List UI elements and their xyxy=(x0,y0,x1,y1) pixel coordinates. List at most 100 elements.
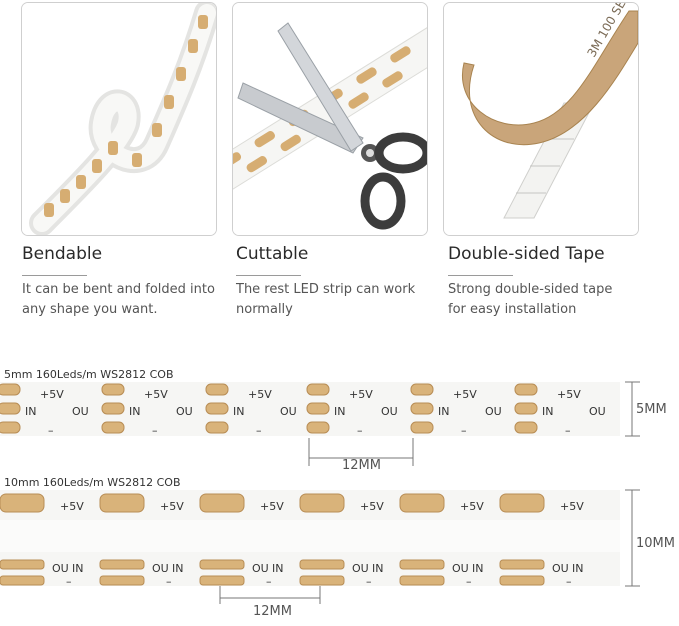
strip2-pad-label: – xyxy=(166,575,172,588)
strip2-pad-label: OU xyxy=(452,562,469,575)
strip2-pad-label: OU xyxy=(152,562,169,575)
strip2-pad-label: IN xyxy=(272,562,283,575)
strip1-pad xyxy=(101,421,125,434)
strip2-pad xyxy=(199,575,245,586)
strip2-pad xyxy=(399,575,445,586)
strip1-pad-label: – xyxy=(48,424,54,437)
strip2-pad-label: – xyxy=(366,575,372,588)
desc-line: It can be bent and folded into xyxy=(22,282,215,297)
strip2-pad-label: IN xyxy=(72,562,83,575)
strip2-pad-label: +5V xyxy=(360,500,384,513)
strip1-pad-label: OU xyxy=(589,405,606,418)
strip1-pad xyxy=(0,383,21,396)
strip2-pad-label: +5V xyxy=(60,500,84,513)
strip1-pad xyxy=(101,402,125,415)
cuttable-photo xyxy=(232,2,428,236)
strip1-pad xyxy=(514,421,538,434)
feature-divider xyxy=(448,275,513,276)
strip1-pad xyxy=(410,383,434,396)
strip2-pad xyxy=(399,493,445,513)
strip1-pad xyxy=(514,402,538,415)
strip2-pad xyxy=(399,559,445,570)
feature-title-tape: Double-sided Tape xyxy=(448,244,605,264)
strip2-pad-label: IN xyxy=(372,562,383,575)
feature-title-cuttable: Cuttable xyxy=(236,244,309,264)
strip2-pad-label: OU xyxy=(552,562,569,575)
desc-line: any shape you want. xyxy=(22,302,158,317)
strip1-pad-label: IN xyxy=(542,405,553,418)
strip2-pad-label: +5V xyxy=(260,500,284,513)
strip1-pad xyxy=(205,421,229,434)
strip2-pad-label: IN xyxy=(472,562,483,575)
strip1-pad xyxy=(514,383,538,396)
strip1-pad-label: – xyxy=(152,424,158,437)
strip1-pad-label: IN xyxy=(334,405,345,418)
strip2-pad-label: OU xyxy=(52,562,69,575)
strip1-pad-label: – xyxy=(256,424,262,437)
strip2-pad-label: IN xyxy=(172,562,183,575)
strip2-pad xyxy=(499,493,545,513)
feature-desc-cuttable: The rest LED strip can work normally xyxy=(236,280,436,320)
strip1-width-label: 5MM xyxy=(636,402,667,417)
strip1-pad-label: IN xyxy=(25,405,36,418)
strip2-pad-label: OU xyxy=(252,562,269,575)
feature-divider xyxy=(236,275,301,276)
strip2-pad-label: +5V xyxy=(460,500,484,513)
strip1-pad-label: +5V xyxy=(349,388,373,401)
strip2-pad xyxy=(0,559,45,570)
strip2-pad-label: – xyxy=(466,575,472,588)
strip2-pad-label: – xyxy=(266,575,272,588)
strip2-pad-label: – xyxy=(66,575,72,588)
desc-line: normally xyxy=(236,302,293,317)
strip2-width-label: 10MM xyxy=(636,536,675,551)
feature-title-bendable: Bendable xyxy=(22,244,103,264)
strip2-pad xyxy=(99,559,145,570)
strip1-pad-label: OU xyxy=(280,405,297,418)
strip1-pad xyxy=(0,402,21,415)
strip2-pad xyxy=(199,493,245,513)
strip1-pad xyxy=(306,421,330,434)
strip1-pad xyxy=(205,383,229,396)
strip1-pad-label: OU xyxy=(176,405,193,418)
strip2-pad xyxy=(0,493,45,513)
strip1-pad-label: OU xyxy=(485,405,502,418)
strip1-pad xyxy=(0,421,21,434)
strip1-pad-label: OU xyxy=(72,405,89,418)
desc-line: Strong double-sided tape xyxy=(448,282,613,297)
strip2-pad-label: OU xyxy=(352,562,369,575)
desc-line: for easy installation xyxy=(448,302,577,317)
strip1-pad xyxy=(306,383,330,396)
tape-photo: 3M 100 SE xyxy=(443,2,639,236)
feature-desc-bendable: It can be bent and folded into any shape… xyxy=(22,280,222,320)
strip1-pad-label: – xyxy=(461,424,467,437)
strip2-pad xyxy=(499,559,545,570)
strip2-pad-label: +5V xyxy=(560,500,584,513)
strip1-pad-label: IN xyxy=(233,405,244,418)
strip1-label: 5mm 160Leds/m WS2812 COB xyxy=(4,368,174,381)
strip2-pad xyxy=(499,575,545,586)
strip1-pad xyxy=(306,402,330,415)
feature-desc-tape: Strong double-sided tape for easy instal… xyxy=(448,280,648,320)
strip1-pad xyxy=(101,383,125,396)
strip2-pad-label: IN xyxy=(572,562,583,575)
strip1-pad-label: +5V xyxy=(557,388,581,401)
strip1-pad xyxy=(410,421,434,434)
strip2-label: 10mm 160Leds/m WS2812 COB xyxy=(4,476,181,489)
strip1-pitch-label: 12MM xyxy=(342,458,381,473)
strip2-pad-label: +5V xyxy=(160,500,184,513)
strip1-pad-label: +5V xyxy=(40,388,64,401)
strip1-pad-label: – xyxy=(565,424,571,437)
strip1-pad-label: IN xyxy=(129,405,140,418)
strip1-pad-label: +5V xyxy=(248,388,272,401)
desc-line: The rest LED strip can work xyxy=(236,282,416,297)
strip2-pitch-label: 12MM xyxy=(253,604,292,619)
strip1-pad-label: IN xyxy=(438,405,449,418)
bendable-photo xyxy=(21,2,217,236)
strip2-pad xyxy=(99,575,145,586)
feature-divider xyxy=(22,275,87,276)
strip1-pad-label: OU xyxy=(381,405,398,418)
strip1-pad-label: – xyxy=(357,424,363,437)
strip2-pad xyxy=(299,559,345,570)
